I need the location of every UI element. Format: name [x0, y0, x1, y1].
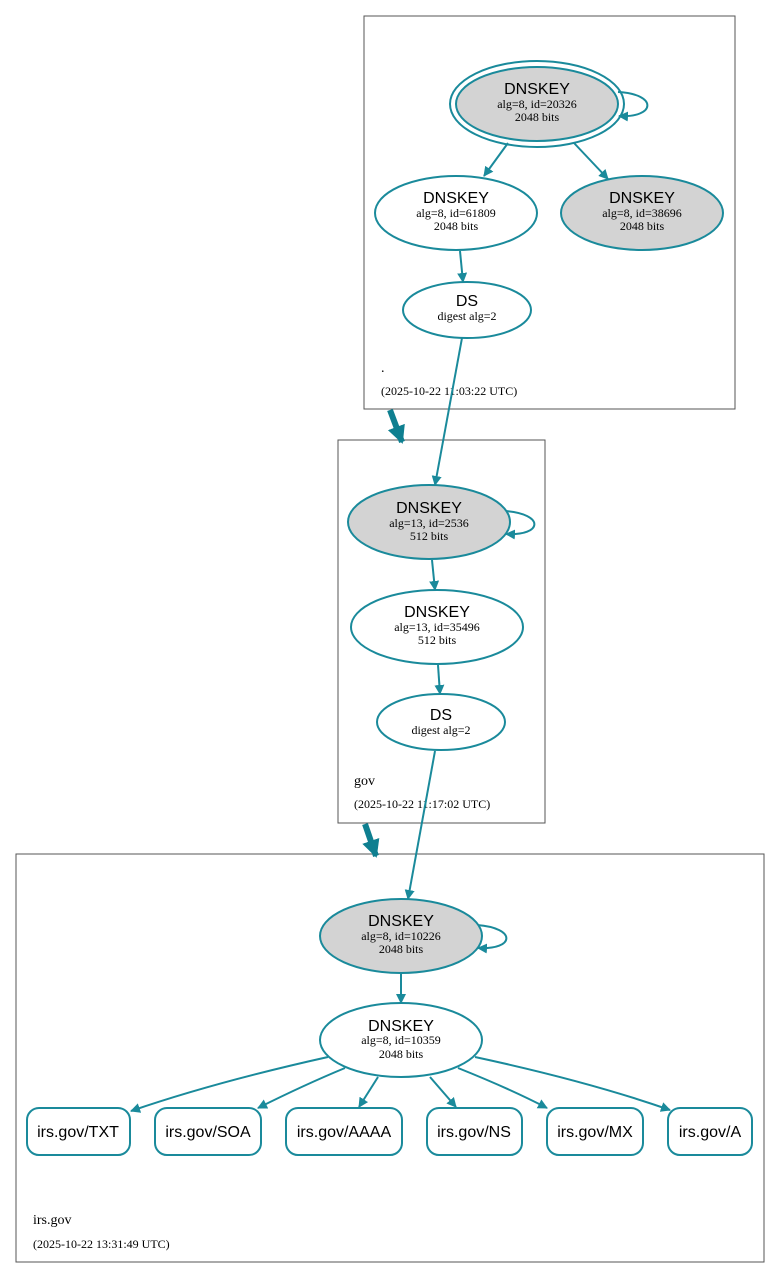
zone-name: irs.gov [33, 1213, 72, 1228]
node-root-ksk[interactable]: DNSKEY alg=8, id=20326 2048 bits [449, 60, 625, 148]
edge-self-irs-ksk [476, 924, 508, 954]
rrset-label: irs.gov/SOA [165, 1124, 251, 1141]
node-detail: 2048 bits [434, 219, 479, 233]
rrset-soa[interactable]: irs.gov/SOA [154, 1107, 262, 1156]
node-root-ds[interactable]: DS digest alg=2 [402, 281, 532, 339]
node-detail: alg=8, id=10226 [361, 929, 441, 943]
node-detail: 512 bits [418, 633, 457, 647]
edge-zsk-ns [429, 1076, 457, 1108]
edge-zsk-aaaa [358, 1076, 379, 1108]
node-irs-ksk[interactable]: DNSKEY alg=8, id=10226 2048 bits [319, 898, 483, 974]
node-title: DNSKEY [368, 1018, 434, 1035]
node-detail: 512 bits [410, 529, 449, 543]
edge-zsk-txt [130, 1056, 329, 1113]
node-detail: alg=8, id=61809 [416, 206, 496, 220]
rrset-label: irs.gov/NS [437, 1124, 511, 1141]
rrset-label: irs.gov/A [679, 1124, 742, 1141]
edge-self-root-ksk [617, 91, 649, 122]
edge-self-gov-ksk [504, 510, 536, 540]
edge-zsk-a [474, 1056, 671, 1112]
rrset-label: irs.gov/AAAA [297, 1124, 392, 1141]
edge-gov-zsk-ds [434, 664, 445, 695]
node-detail: alg=8, id=10359 [361, 1033, 441, 1047]
edge-root-zsk-ds [457, 250, 468, 283]
node-detail: 2048 bits [515, 110, 560, 124]
node-title: DS [456, 293, 478, 310]
rrset-a[interactable]: irs.gov/A [667, 1107, 753, 1156]
node-title: DNSKEY [423, 190, 489, 207]
node-title: DNSKEY [504, 81, 570, 98]
delegation-arrow-root-gov [387, 408, 405, 444]
node-detail: digest alg=2 [411, 723, 470, 737]
edge-zsk-soa [257, 1067, 346, 1109]
node-detail: alg=13, id=35496 [394, 620, 480, 634]
rrset-ns[interactable]: irs.gov/NS [426, 1107, 523, 1156]
node-detail: digest alg=2 [437, 309, 496, 323]
rrset-label: irs.gov/MX [557, 1124, 633, 1141]
zone-timestamp: (2025-10-22 11:17:02 UTC) [354, 797, 490, 811]
edge-zsk-mx [457, 1067, 548, 1109]
zone-timestamp: (2025-10-22 13:31:49 UTC) [33, 1237, 170, 1251]
node-root-ksk2[interactable]: DNSKEY alg=8, id=38696 2048 bits [560, 175, 724, 251]
node-title: DNSKEY [609, 190, 675, 207]
edge-root-ksk-ksk2 [573, 142, 609, 180]
node-gov-ds[interactable]: DS digest alg=2 [376, 693, 506, 751]
edge-root-ksk-zsk [483, 142, 509, 177]
node-title: DNSKEY [404, 604, 470, 621]
rrset-mx[interactable]: irs.gov/MX [546, 1107, 644, 1156]
rrset-txt[interactable]: irs.gov/TXT [26, 1107, 131, 1156]
node-title: DS [430, 707, 452, 724]
edge-root-ds-gov-ksk [431, 337, 463, 486]
node-irs-zsk[interactable]: DNSKEY alg=8, id=10359 2048 bits [319, 1002, 483, 1078]
node-root-zsk[interactable]: DNSKEY alg=8, id=61809 2048 bits [374, 175, 538, 251]
node-title: DNSKEY [396, 500, 462, 517]
node-detail: 2048 bits [379, 1047, 424, 1061]
node-detail: 2048 bits [620, 219, 665, 233]
node-detail: alg=13, id=2536 [389, 516, 469, 530]
zone-timestamp: (2025-10-22 11:03:22 UTC) [381, 384, 517, 398]
edges [130, 91, 671, 1113]
zone-name: gov [354, 774, 375, 789]
node-gov-zsk[interactable]: DNSKEY alg=13, id=35496 512 bits [350, 589, 524, 665]
node-detail: alg=8, id=20326 [497, 97, 577, 111]
edge-gov-ksk-zsk [429, 559, 440, 591]
rrset-label: irs.gov/TXT [37, 1124, 119, 1141]
node-title: DNSKEY [368, 913, 434, 930]
node-detail: alg=8, id=38696 [602, 206, 682, 220]
node-gov-ksk[interactable]: DNSKEY alg=13, id=2536 512 bits [347, 484, 511, 560]
delegation-arrow-gov-irs [362, 823, 380, 858]
node-detail: 2048 bits [379, 942, 424, 956]
edge-gov-ds-irs-ksk [404, 750, 436, 900]
rrset-aaaa[interactable]: irs.gov/AAAA [285, 1107, 403, 1156]
zone-name: . [381, 361, 385, 376]
